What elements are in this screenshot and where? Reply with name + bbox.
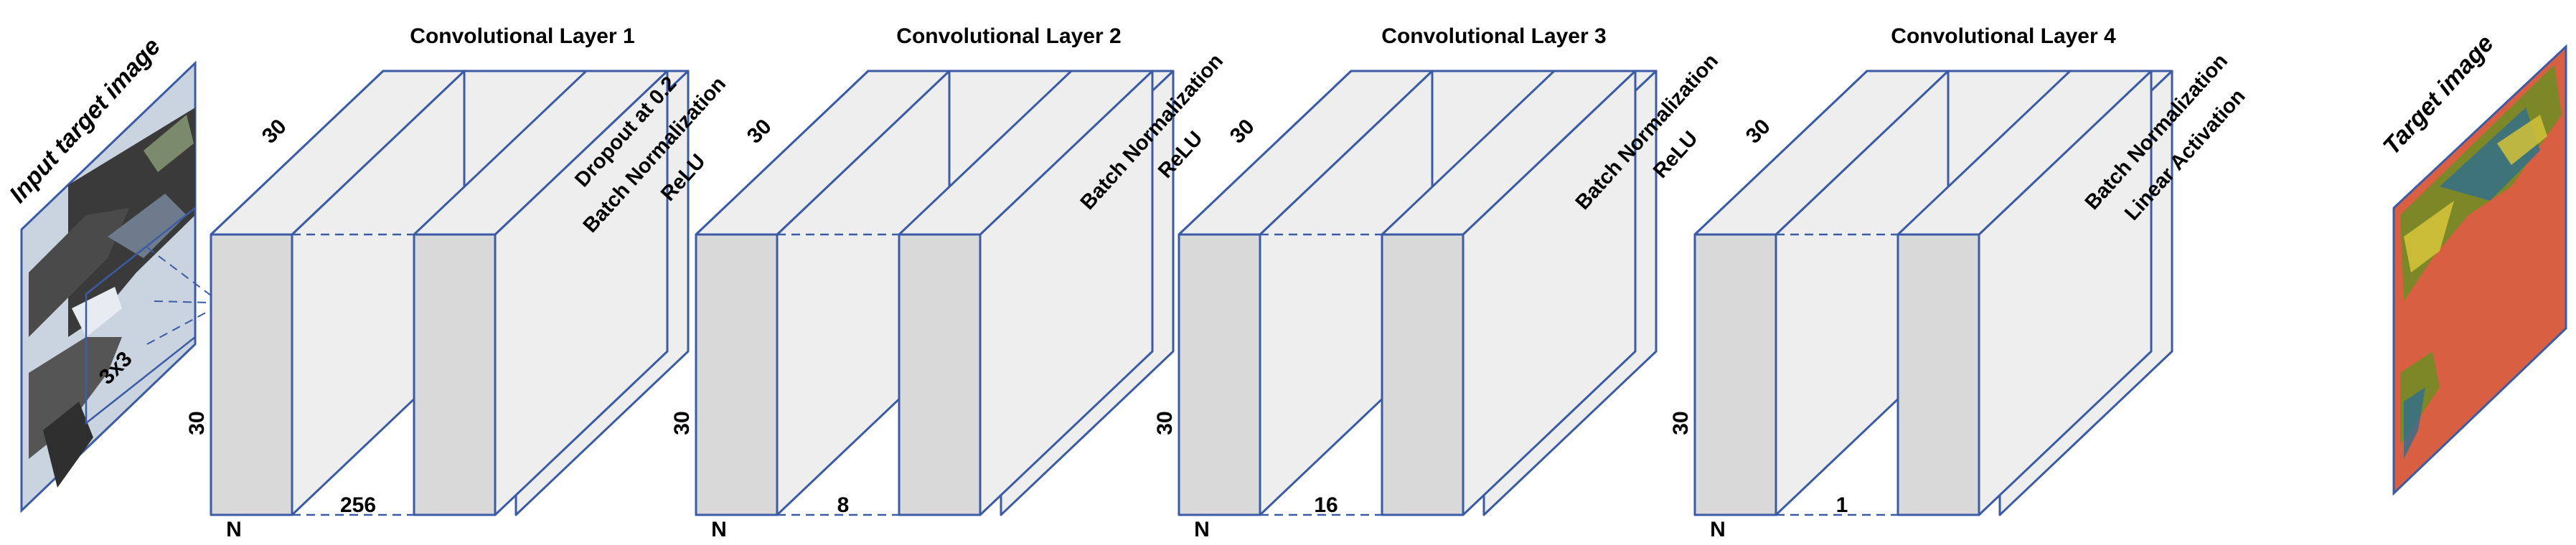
layer-title: Convolutional Layer 4 xyxy=(1891,24,2116,48)
batch-size-label: N xyxy=(711,518,727,541)
batch-size-label: N xyxy=(1194,518,1210,541)
slab-1-front-face xyxy=(695,233,779,516)
depth-label: 30 xyxy=(743,115,776,148)
filter-count-label: 256 xyxy=(340,493,376,517)
batch-size-label: N xyxy=(226,518,242,541)
slab-1-front-face xyxy=(1177,233,1261,516)
filter-count-label: 16 xyxy=(1314,493,1338,517)
slab-2-front-face xyxy=(1896,233,1980,516)
batch-size-label: N xyxy=(1710,518,1726,541)
layer-title: Convolutional Layer 3 xyxy=(1381,24,1606,48)
layer-title: Convolutional Layer 2 xyxy=(896,24,1121,48)
slab-2-front-face xyxy=(413,233,497,516)
depth-label: 30 xyxy=(1226,115,1259,148)
input-image-texture xyxy=(29,108,195,488)
slab-1-front-face xyxy=(210,233,293,516)
kernel-projection-line xyxy=(146,309,212,345)
height-label: 30 xyxy=(185,411,209,435)
depth-label: 30 xyxy=(1741,115,1775,148)
depth-label: 30 xyxy=(258,115,291,148)
slab-2-front-face xyxy=(898,233,982,516)
height-label: 30 xyxy=(1153,411,1177,435)
slab-2-front-face xyxy=(1381,233,1465,516)
layer-title: Convolutional Layer 1 xyxy=(410,24,634,48)
height-label: 30 xyxy=(1669,411,1693,435)
input-image-panel: 3x3 Input target image xyxy=(4,33,212,513)
kernel-projection-line xyxy=(154,300,212,303)
slab-1-front-face xyxy=(1693,233,1777,516)
target-image-texture xyxy=(2400,65,2562,459)
filter-count-label: 1 xyxy=(1836,493,1848,517)
filter-count-label: 8 xyxy=(837,493,850,517)
height-label: 30 xyxy=(670,411,694,435)
target-image-panel: Target image xyxy=(2378,30,2567,496)
kernel-window xyxy=(85,206,197,425)
